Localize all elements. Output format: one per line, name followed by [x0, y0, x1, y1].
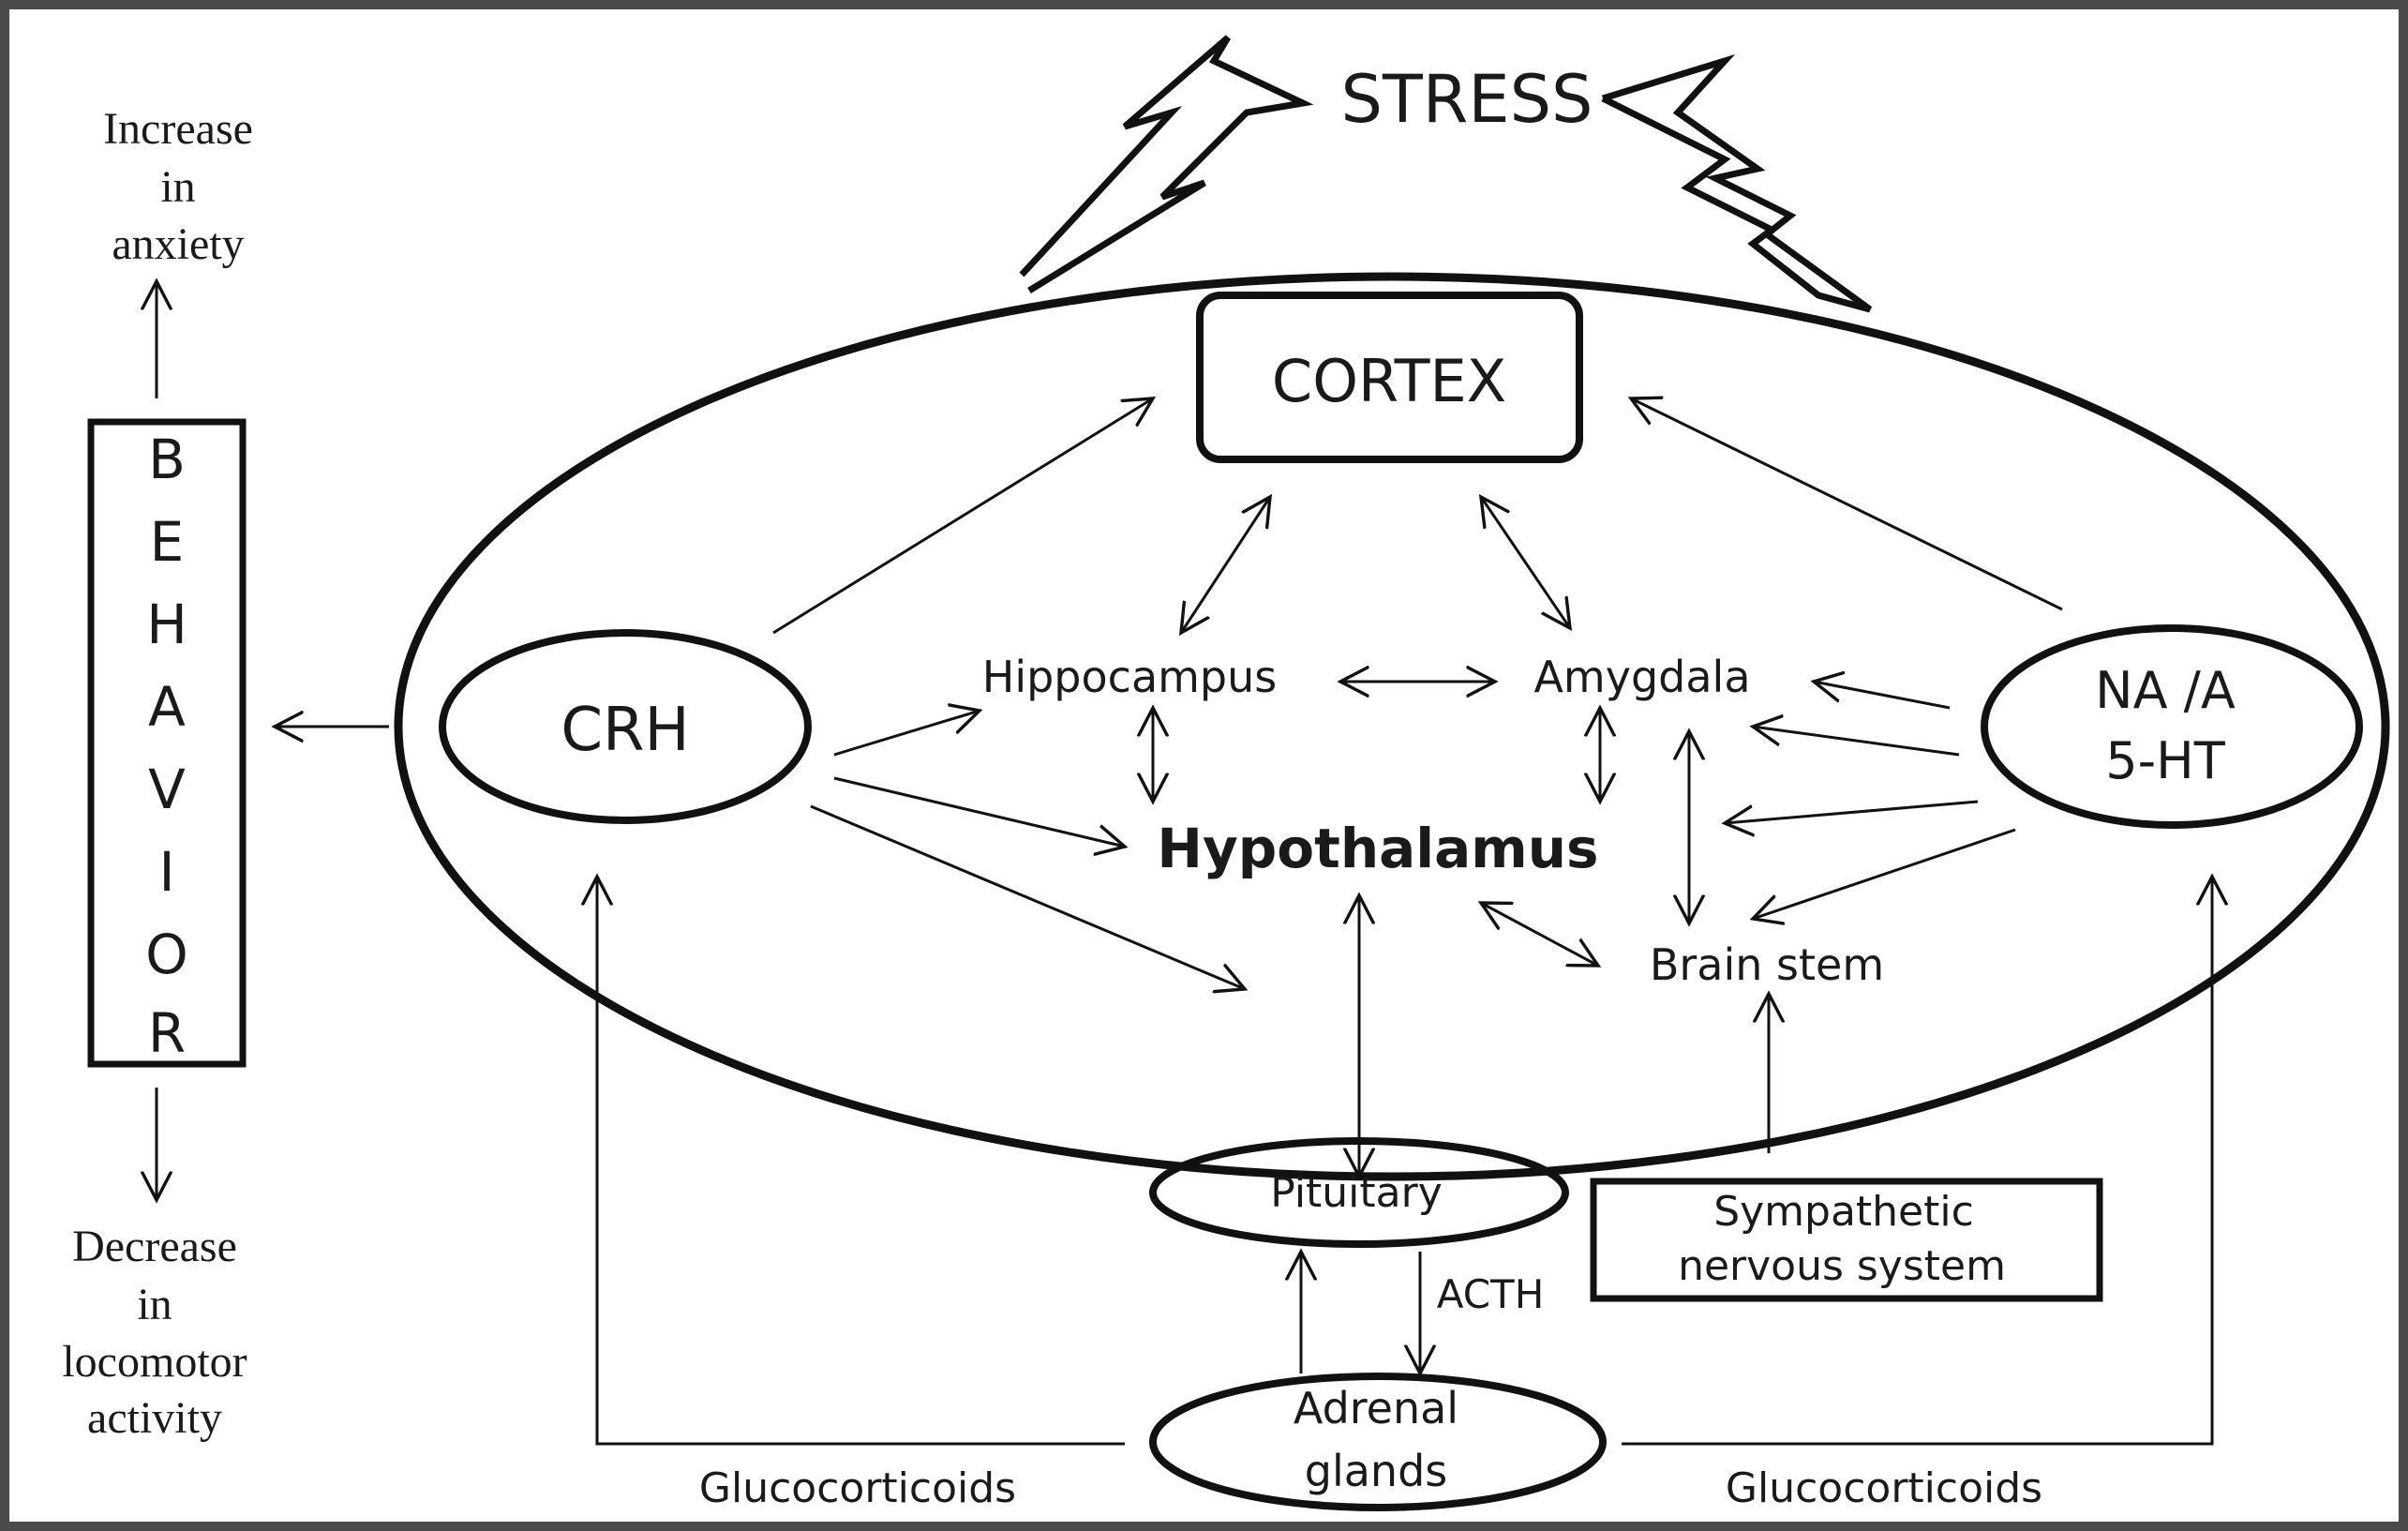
cortex-label: CORTEX — [1272, 347, 1506, 415]
behavior-letter: B — [148, 428, 186, 491]
arrow-crh-hypothalamus — [833, 776, 1125, 847]
behavior-letter: I — [158, 840, 174, 904]
crh-node — [439, 629, 812, 824]
hypothalamus-label: Hypothalamus — [1157, 817, 1598, 880]
arrow-crh-lower — [810, 804, 1245, 989]
decrease-line: locomotor — [62, 1337, 247, 1387]
acth-label: ACTH — [1437, 1271, 1545, 1317]
behavior-letter: H — [146, 593, 187, 656]
lightning-bolt-left-icon — [1019, 35, 1314, 293]
sns-label-line1: Sympathetic — [1713, 1188, 1974, 1236]
arrow-cortex-amygdala — [1481, 497, 1570, 628]
gluco-left-label: Glucocorticoids — [699, 1464, 1016, 1512]
5ht-label: 5-HT — [2105, 731, 2225, 790]
behavior-letter: V — [148, 758, 186, 821]
arrows-inner — [772, 398, 2063, 1177]
arrow-na-cortex — [1631, 398, 2063, 611]
stress-label: STRESS — [1341, 61, 1593, 138]
increase-line: anxiety — [112, 219, 244, 269]
behavior-letter: O — [145, 923, 188, 986]
increase-line: Increase — [103, 104, 253, 154]
arrow-hypothalamus-brainstem — [1481, 903, 1598, 966]
behavior-letters: B E H A V I O R — [145, 428, 188, 1065]
cortex-box — [1196, 292, 1583, 463]
gluco-right-label: Glucocorticoids — [1726, 1464, 2042, 1512]
arrow-na-amygdala-3 — [1725, 800, 1979, 823]
diagram-frame: STRESS CORTEX CRH NA /A 5-HT Hippocampus… — [9, 9, 2399, 1522]
arrow-cortex-hippocampus — [1181, 497, 1270, 633]
hippocampus-label: Hippocampus — [982, 652, 1278, 702]
increase-line: in — [160, 162, 195, 212]
behavior-box — [87, 418, 247, 1068]
adrenal-label-line1: Adrenal — [1294, 1383, 1458, 1433]
arrow-gluco-left — [597, 877, 1125, 1446]
arrow-gluco-right — [1622, 877, 2212, 1446]
behavior-letter: R — [148, 1001, 186, 1065]
stress-diagram: STRESS CORTEX CRH NA /A 5-HT Hippocampus… — [62, 35, 2390, 1512]
na-a-label: NA /A — [2095, 661, 2236, 720]
arrow-crh-cortex — [772, 398, 1153, 635]
arrows-glucocorticoids — [597, 877, 2212, 1446]
decrease-line: in — [137, 1280, 172, 1329]
increase-anxiety-text: Increase in anxiety — [103, 104, 253, 269]
adrenal-label-line2: glands — [1305, 1446, 1448, 1496]
arrow-na-amygdala-1 — [1814, 682, 1951, 710]
behavior-letter: A — [148, 675, 186, 739]
arrow-na-amygdala-2 — [1753, 727, 1960, 757]
decrease-line: Decrease — [72, 1222, 237, 1271]
brain-stem-label: Brain stem — [1650, 939, 1884, 990]
arrows-behavior — [157, 281, 389, 1200]
pituitary-node — [1149, 1137, 1569, 1248]
pituitary-label: Pituitary — [1270, 1169, 1443, 1217]
arrow-crh-hippocampus — [833, 711, 980, 757]
sns-label-line2: nervous system — [1678, 1242, 2006, 1290]
adrenal-node — [1149, 1373, 1607, 1511]
behavior-letter: E — [150, 510, 185, 574]
amygdala-label: Amygdala — [1533, 652, 1750, 702]
na-5ht-node — [1981, 624, 2363, 829]
arrow-na-brainstem — [1753, 828, 2016, 919]
lightning-bolt-right-icon — [1601, 53, 1873, 313]
sns-box — [1590, 1178, 2103, 1302]
arrows-hpa — [1301, 1252, 1420, 1373]
decrease-locomotor-text: Decrease in locomotor activity — [62, 1222, 247, 1443]
brain-ellipse — [394, 272, 2390, 1181]
decrease-line: activity — [87, 1393, 222, 1443]
crh-label: CRH — [561, 696, 689, 765]
